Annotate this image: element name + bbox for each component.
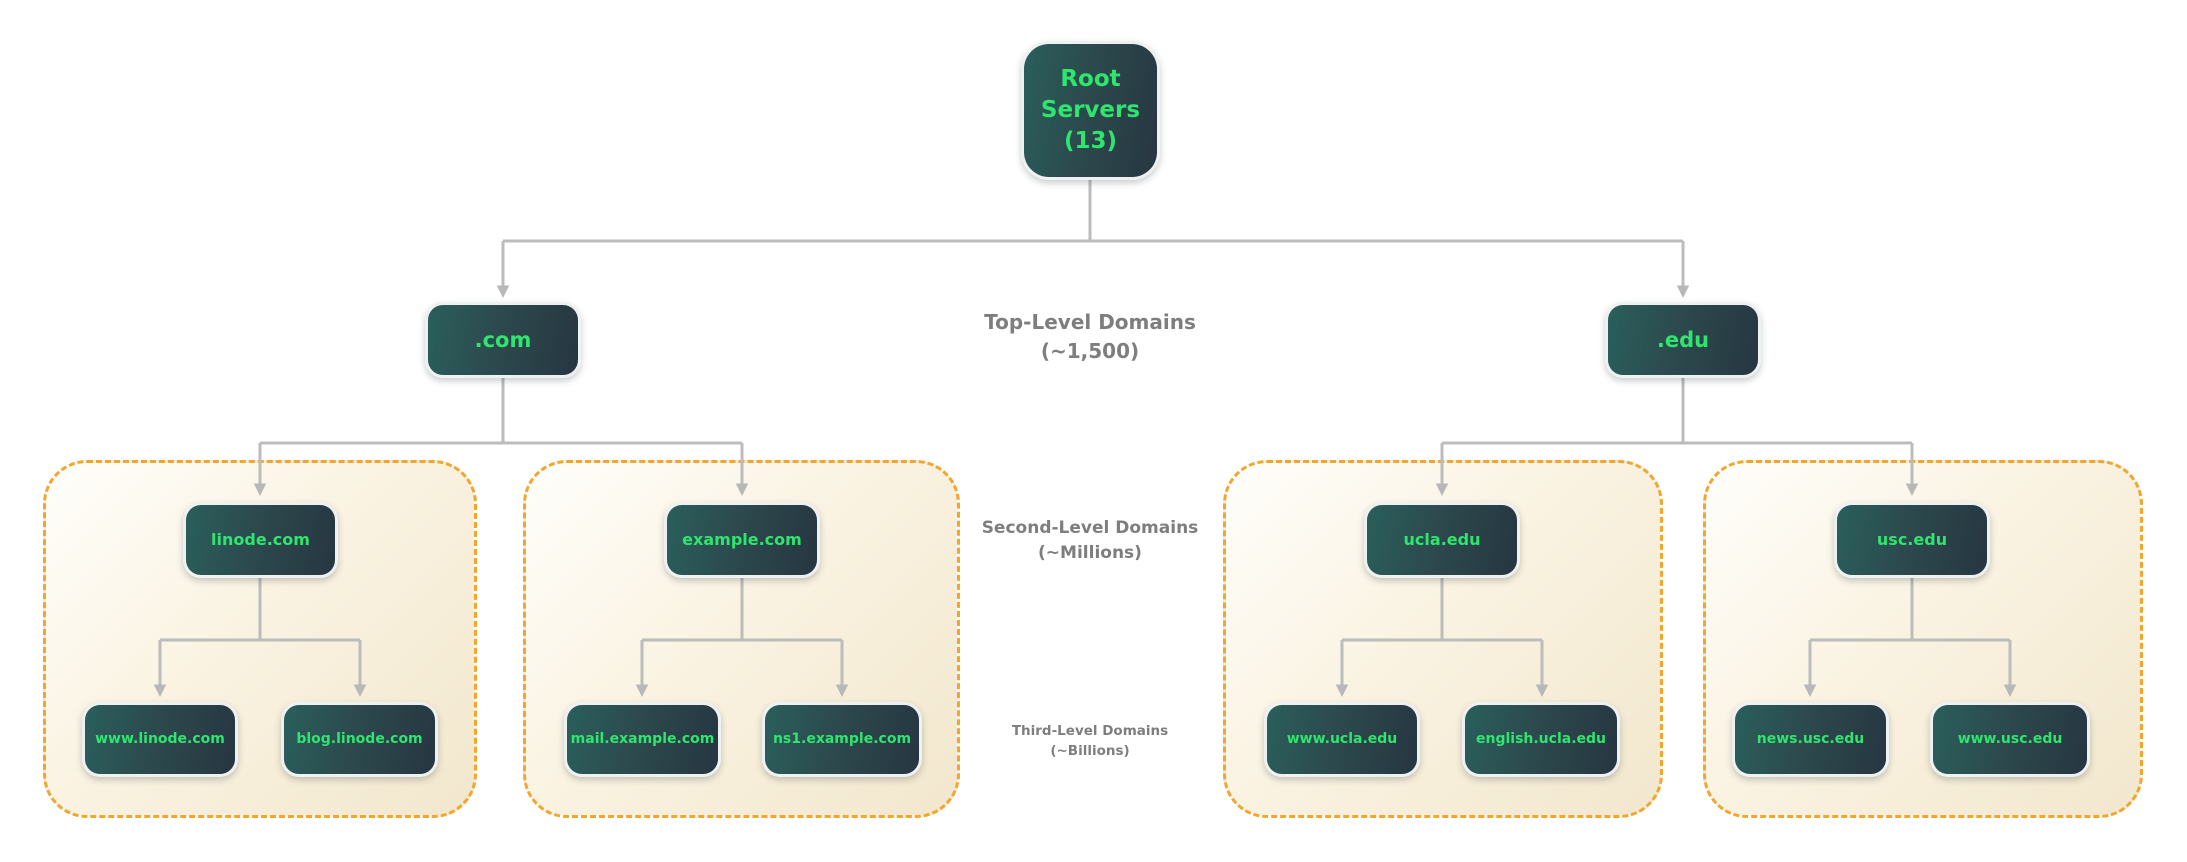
node-news-usc-edu: news.usc.edu	[1732, 702, 1889, 777]
node-www-ucla-edu: www.ucla.edu	[1264, 702, 1420, 777]
node-www-usc-edu: www.usc.edu	[1930, 702, 2090, 777]
node-mail-example-com: mail.example.com	[564, 702, 721, 777]
label-second-level-domains: Second-Level Domains (~Millions)	[981, 518, 1199, 563]
node-linode-com: linode.com	[183, 502, 338, 578]
node-edu: .edu	[1605, 302, 1761, 378]
label-third-level-domains: Third-Level Domains (~Billions)	[1011, 723, 1169, 759]
node-com: .com	[425, 302, 581, 378]
node-usc-edu: usc.edu	[1834, 502, 1990, 578]
node-ns1-example-com: ns1.example.com	[762, 702, 922, 777]
node-root-servers: Root Servers (13)	[1021, 41, 1160, 180]
node-english-ucla-edu: english.ucla.edu	[1462, 702, 1620, 777]
node-example-com: example.com	[664, 502, 820, 578]
node-ucla-edu: ucla.edu	[1364, 502, 1520, 578]
node-blog-linode-com: blog.linode.com	[281, 702, 438, 777]
label-top-level-domains: Top-Level Domains (~1,500)	[984, 310, 1196, 363]
node-www-linode-com: www.linode.com	[82, 702, 238, 777]
